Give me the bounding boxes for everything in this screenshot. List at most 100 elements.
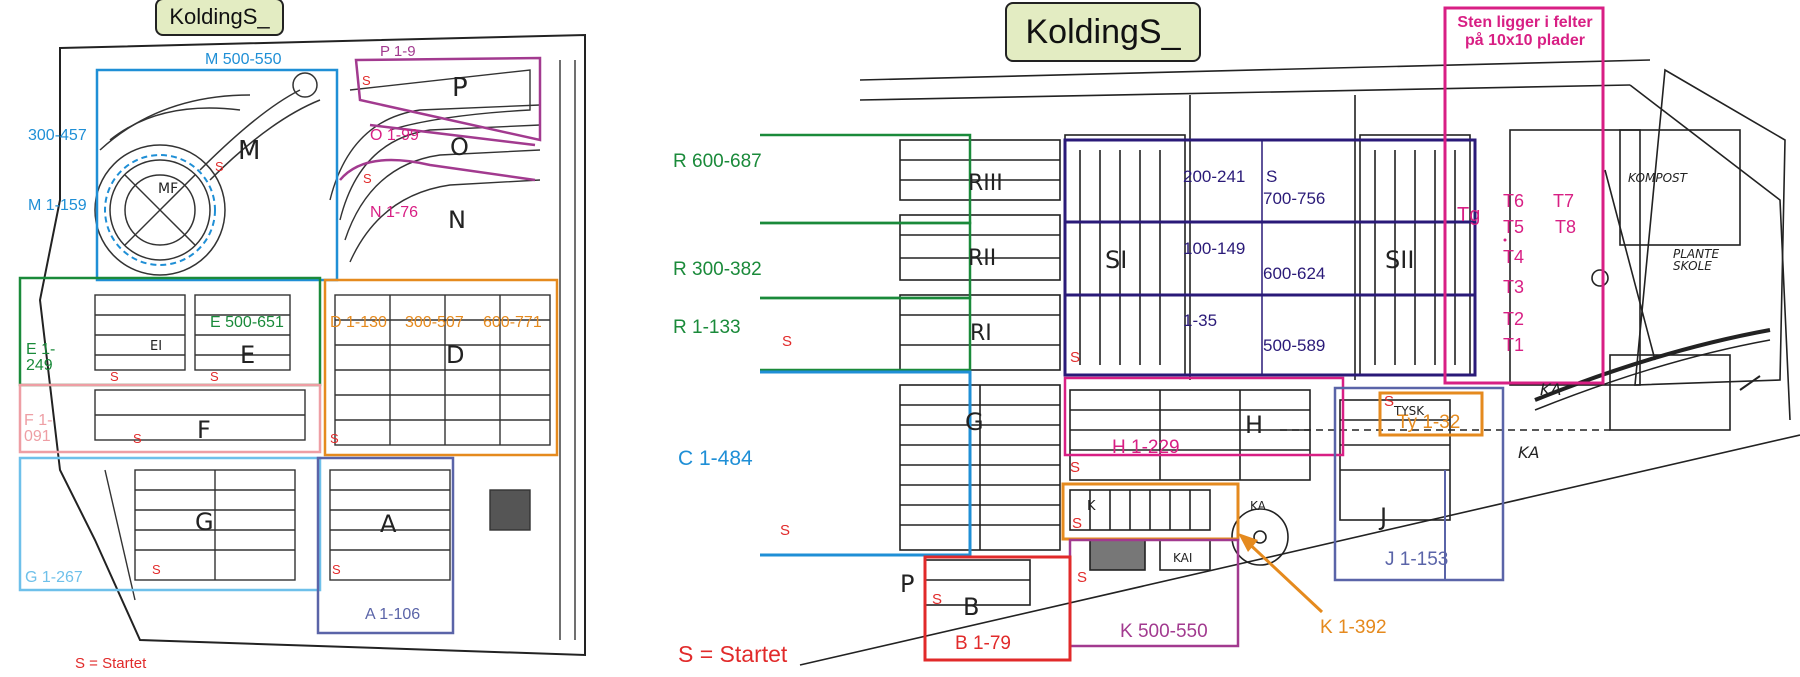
left-label-g: G 1-267 [25,569,83,586]
left-s-marker: S [133,431,142,446]
right-letter-k: K [1087,499,1096,514]
right-letter-rii: RII [968,246,997,271]
left-box-d [323,278,559,457]
left-s-marker: S [210,369,219,384]
right-s-marker: S [1077,569,1088,586]
right-label-s200: 200-241 [1183,167,1246,186]
left-label-m1: M 1-159 [28,197,87,214]
right-s-marker: S [1072,515,1083,532]
left-label-o: O 1-99 [370,127,419,144]
left-label-m500: M 500-550 [205,51,282,68]
right-map-panel: KoldingS_ Sten ligger i felter på 10x10 … [673,0,1800,677]
left-map-panel: KoldingS_ M 500-550 P 1-9 300-457 M 1-15… [0,0,600,677]
right-label-h: H 1-229 [1112,437,1180,458]
right-label-t5: T5 [1503,217,1525,237]
left-letter-m: M [238,136,261,166]
left-box-g [18,456,322,592]
right-label-t3: T3 [1503,277,1525,297]
left-s-marker: S [152,562,161,577]
right-s-marker: S [780,522,791,539]
right-box-c [760,370,972,557]
left-s-marker: S [215,159,224,174]
right-letter-kai: KAI [1173,551,1193,565]
left-s-marker: S [110,369,119,384]
right-label-t6: T6 [1503,191,1525,211]
left-box-n [339,158,536,182]
right-letter-si: SI [1105,246,1128,274]
right-letter-p: P [900,570,915,598]
left-section-m-drawing [94,72,321,276]
right-label-r1: R 1-133 [673,317,741,338]
right-s-marker: S [1384,393,1395,410]
left-letter-g: G [195,508,214,536]
left-title: KoldingS_ [169,4,270,29]
right-box-s-bottom [1063,293,1477,377]
right-letter-g: G [965,408,984,436]
left-box-f [18,383,322,454]
left-label-d1: D 1-130 [330,314,387,331]
right-letter-tysk: TYSK [1394,404,1425,418]
left-label-n: N 1-76 [370,204,419,221]
left-label-d600: 600-771 [483,314,542,331]
right-label-r600: R 600-687 [673,151,762,172]
left-box-a [316,456,455,635]
right-letter-ri: RI [970,321,992,346]
left-label-p: P 1-9 [380,43,416,60]
left-letter-o: O [450,133,469,161]
left-label-a: A 1-106 [365,606,421,623]
right-t-dots [1503,238,1507,242]
left-label-d300: 300-507 [405,314,464,331]
right-label-tg: Tg [1457,204,1481,226]
left-letter-d: D [446,341,465,369]
right-label-s1: 1-35 [1183,311,1218,330]
left-letter-ei: EI [150,339,163,354]
right-label-t4: T4 [1503,247,1525,267]
left-box-m [95,68,339,282]
right-box-j [1333,386,1505,582]
left-title-box: KoldingS_ [155,0,284,36]
right-label-t1: T1 [1503,335,1525,355]
right-label-t8: T8 [1555,217,1577,237]
left-s-marker: S [332,562,341,577]
right-base-lines [799,59,1800,666]
left-label-m300: 300-457 [28,127,87,144]
right-label-s700: 700-756 [1263,189,1326,208]
left-s-marker: S [362,73,371,88]
left-label-e500: E 500-651 [210,314,284,331]
right-label-c: C 1-484 [678,447,753,470]
right-letter-j: J [1380,503,1388,531]
right-box-r600 [760,133,972,225]
left-map-drawing [18,33,586,657]
right-title: KoldingS_ [1025,13,1181,51]
right-letter-ka: KA [1250,499,1266,513]
right-letter-kaii: KA [1540,380,1562,399]
left-s-marker: S [330,431,339,446]
right-label-s600: 600-624 [1263,264,1326,283]
right-label-t2: T2 [1503,309,1525,329]
left-letter-a: A [380,510,397,538]
right-label-t7: T7 [1553,191,1575,211]
right-label-ty: Ty 1-32 [1397,412,1461,433]
right-letter-riii: RIII [968,171,1003,196]
left-rows [94,60,576,640]
right-label-r300: R 300-382 [673,259,762,280]
right-label-k1: K 1-392 [1320,617,1387,638]
right-label-s-s: S [1266,167,1278,186]
left-letter-e: E [240,341,256,369]
left-cemetery-outline [38,33,586,657]
right-label-s500: 500-589 [1263,336,1326,355]
right-k1-arrow [1241,536,1324,614]
left-m-dashed-circle [104,154,216,266]
right-label-s100: 100-149 [1183,239,1246,258]
left-letter-mf: MF [158,181,179,197]
left-box-p [354,56,542,142]
right-box-ty [1378,391,1484,437]
right-letter-kompost: KOMPOST [1628,171,1687,185]
right-box-b [923,555,1072,662]
right-s-marker: S [1070,349,1081,366]
right-box-r1 [760,296,972,372]
right-s-marker: S [932,591,943,608]
left-label-e1: E 1- 249 [26,341,56,374]
left-box-e [18,276,322,387]
right-letter-b: B [963,593,980,621]
